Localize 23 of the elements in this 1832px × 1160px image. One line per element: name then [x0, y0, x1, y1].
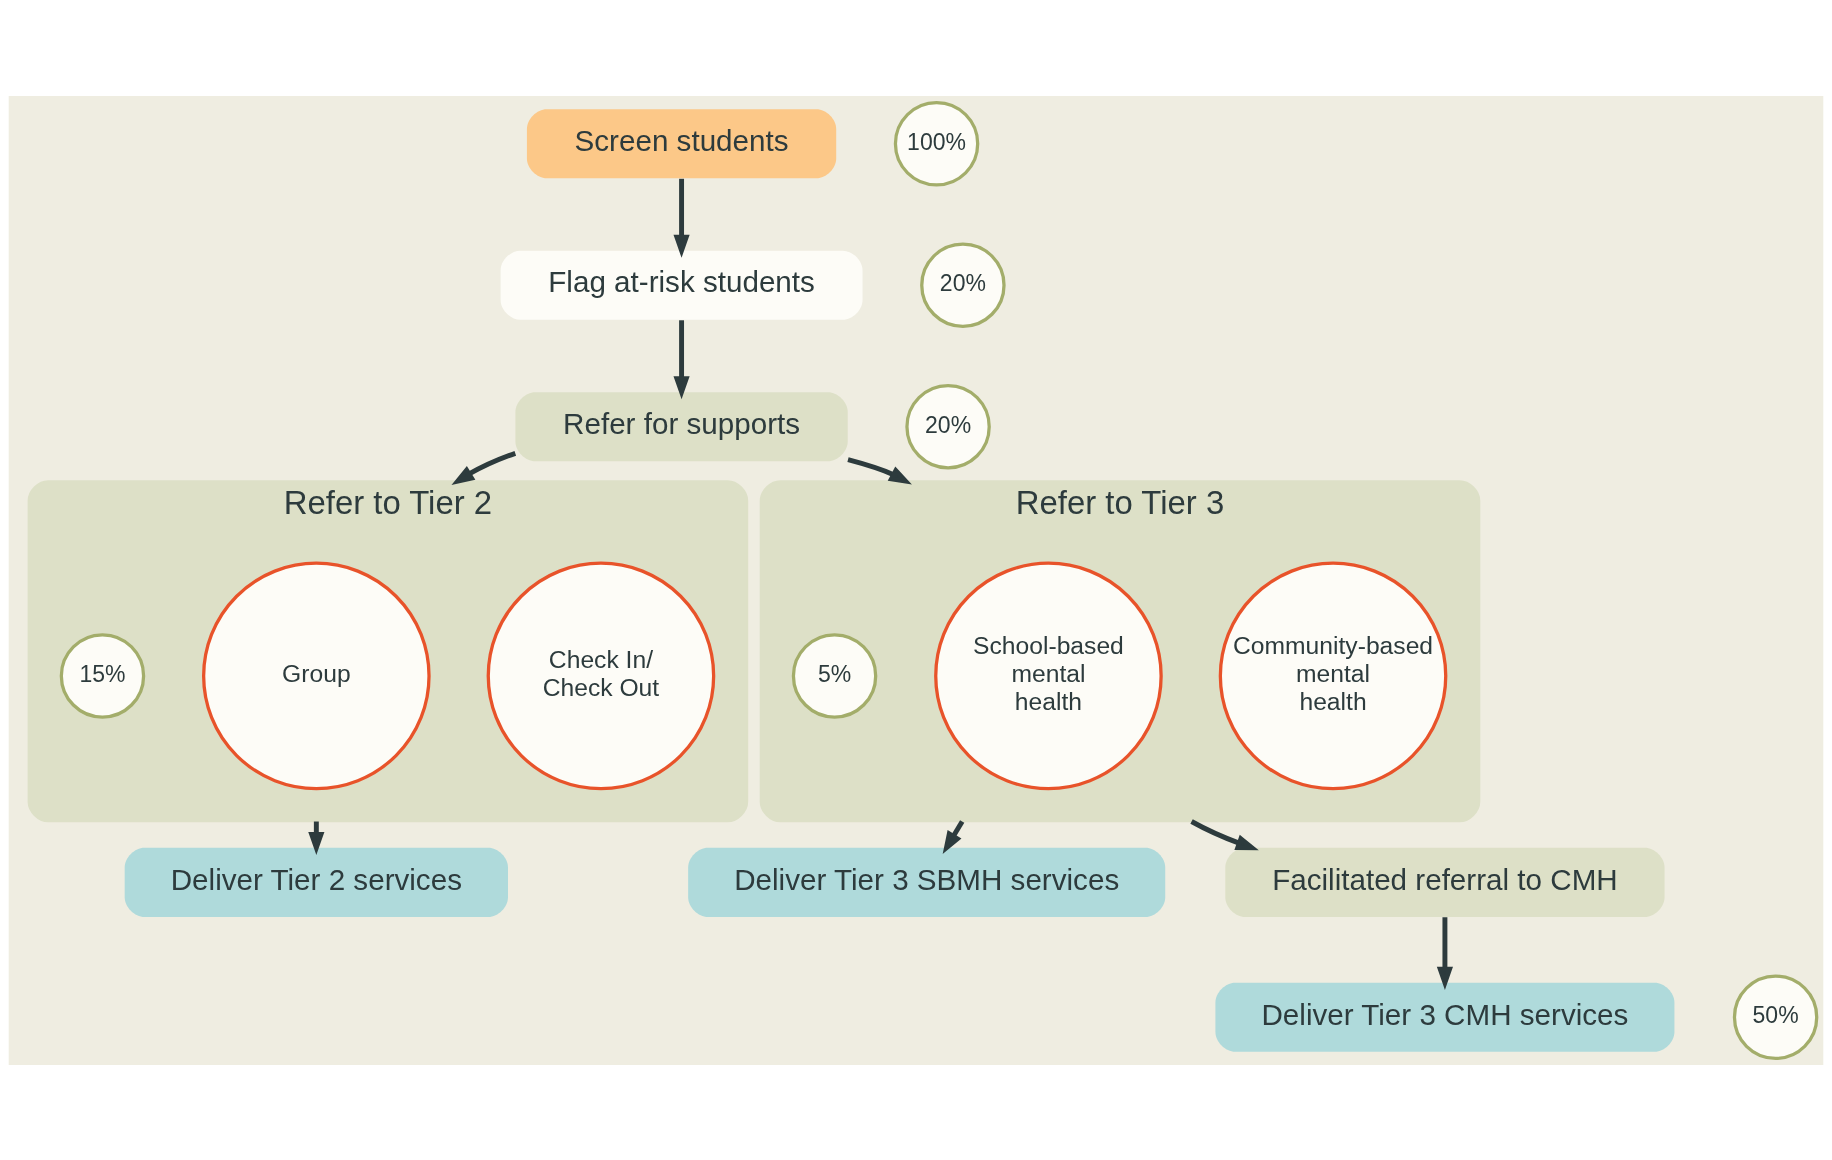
node-box: Facilitated referral to CMH — [1225, 847, 1665, 917]
node-box: Deliver Tier 3 CMH services — [1215, 982, 1675, 1052]
arrow — [1190, 818, 1259, 850]
node-label: 15% — [79, 660, 126, 687]
node-label: 50% — [1752, 1001, 1799, 1028]
arrow — [847, 456, 912, 484]
arrow — [673, 319, 690, 399]
node-box: Screen students — [526, 108, 837, 178]
node-label: 20% — [939, 269, 986, 296]
node-circle: Community-based mental health — [1218, 561, 1448, 790]
arrow — [451, 450, 517, 485]
node-circle: School-based mental health — [934, 561, 1163, 790]
node-circle: Check In/ Check Out — [486, 561, 716, 790]
node-label: 5% — [817, 660, 852, 687]
node-box: Refer for supports — [515, 391, 848, 461]
node-circle: Group — [202, 561, 431, 790]
arrow — [673, 178, 690, 258]
node-box: Flag at-risk students — [500, 250, 863, 320]
arrow — [1436, 916, 1453, 990]
node-box: Deliver Tier 2 services — [124, 847, 508, 917]
node-box: Deliver Tier 3 SBMH services — [688, 847, 1166, 917]
node-label: 20% — [925, 411, 972, 438]
node-label: 100% — [907, 128, 966, 155]
